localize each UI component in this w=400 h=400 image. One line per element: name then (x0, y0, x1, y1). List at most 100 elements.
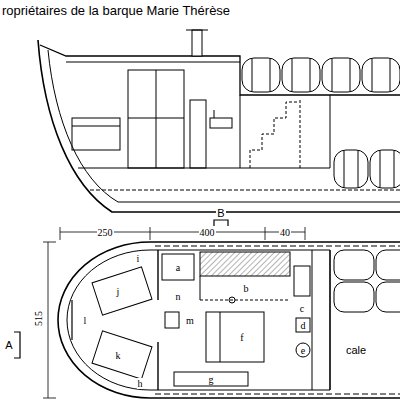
barrels-deck (390, 59, 391, 91)
section-view (300, 100, 301, 168)
barrels-deck (372, 59, 373, 91)
stove-m (165, 312, 179, 328)
barrels-plan (334, 282, 374, 312)
plan-view (305, 227, 306, 240)
section-letter: B (216, 208, 225, 219)
hull-plan-outer (58, 242, 400, 398)
section-view (128, 118, 184, 119)
barrels-deck (242, 58, 400, 92)
barrels-plan (376, 250, 400, 280)
room-letter: f (239, 332, 244, 343)
section-view (38, 30, 400, 212)
bed-f (206, 312, 264, 362)
section-view (72, 126, 120, 127)
stairs-b (200, 252, 290, 276)
barrels-deck (270, 59, 271, 91)
page-title: ropriétaires de la barque Marie Thérèse (2, 3, 230, 18)
plan-view (200, 300, 290, 301)
hull-inner (48, 50, 400, 202)
room-letter: g (208, 374, 215, 385)
closet-a (162, 254, 194, 280)
room-letter: l (83, 315, 88, 326)
plan-view (265, 227, 266, 240)
section-view (214, 110, 215, 118)
section-letter: A (4, 340, 13, 351)
hold-label: cale (345, 345, 367, 356)
room-letter: m (185, 315, 195, 326)
bottom-planking (90, 190, 400, 191)
section-view (66, 62, 240, 63)
barrels-hold (394, 151, 395, 187)
locker-d (296, 318, 310, 332)
room-letter: d (300, 320, 307, 331)
chimney (192, 30, 202, 56)
hull-plan-inner (67, 250, 330, 390)
barrels-hold (334, 150, 368, 188)
room-letter: j (116, 286, 121, 297)
plan-view (220, 312, 221, 362)
plan-view (43, 398, 56, 399)
barrels-plan (334, 250, 374, 280)
room-letter: e (300, 345, 306, 356)
barrels-plan (376, 282, 400, 312)
section-marker-a (14, 332, 20, 358)
room-letter: c (299, 303, 305, 314)
barrels-deck (252, 59, 253, 91)
section-view (240, 95, 241, 168)
barrels-deck (310, 59, 311, 91)
room-letter: i (136, 253, 141, 264)
room-letter: n (175, 291, 182, 302)
dimension-line (48, 242, 49, 398)
section-view (330, 95, 331, 168)
section-view (186, 30, 208, 31)
plan-view (60, 227, 61, 240)
barrels-hold (380, 151, 381, 187)
plan-view (229, 297, 235, 303)
plan-view (14, 220, 400, 398)
bunk-k (92, 331, 152, 379)
plan-view (155, 246, 400, 247)
bunk (72, 118, 120, 150)
room-letter: h (137, 378, 144, 389)
barrels-plan (334, 250, 400, 312)
stove (190, 100, 206, 168)
pot-e (296, 343, 310, 357)
barrels-hold (358, 151, 359, 187)
barrels-deck (282, 58, 320, 92)
room-letter: a (175, 262, 181, 273)
cupboard-c (294, 266, 310, 296)
dimension-text: 250 (97, 227, 114, 238)
dimension-text: 400 (199, 227, 216, 238)
barrels-hold (334, 150, 400, 188)
barrels-hold (370, 150, 400, 188)
bench-g (174, 372, 248, 386)
room-letter: b (243, 283, 250, 294)
plan-view (43, 242, 56, 243)
dimension-text: 515 (33, 310, 44, 327)
plan-view (150, 227, 151, 240)
plan-view (312, 250, 313, 390)
basin (210, 118, 232, 128)
cabin-roof (40, 45, 400, 95)
stairs (250, 102, 298, 168)
barrels-deck (350, 59, 351, 91)
dimension-text: 40 (279, 227, 291, 238)
bulkhead (329, 250, 331, 390)
barrels-deck (292, 59, 293, 91)
bunk-j (92, 267, 152, 315)
barrels-deck (332, 59, 333, 91)
partition (157, 342, 158, 390)
bow-seat (71, 300, 72, 340)
barrels-deck (242, 58, 280, 92)
plan-view (155, 394, 400, 395)
section-marker-b (214, 220, 228, 226)
barrels-deck (362, 58, 400, 92)
plan-view (200, 276, 201, 300)
partition (157, 250, 158, 300)
hull-outline (38, 40, 400, 212)
barrels-hold (344, 151, 345, 187)
barrels-deck (322, 58, 360, 92)
section-view (156, 70, 157, 168)
